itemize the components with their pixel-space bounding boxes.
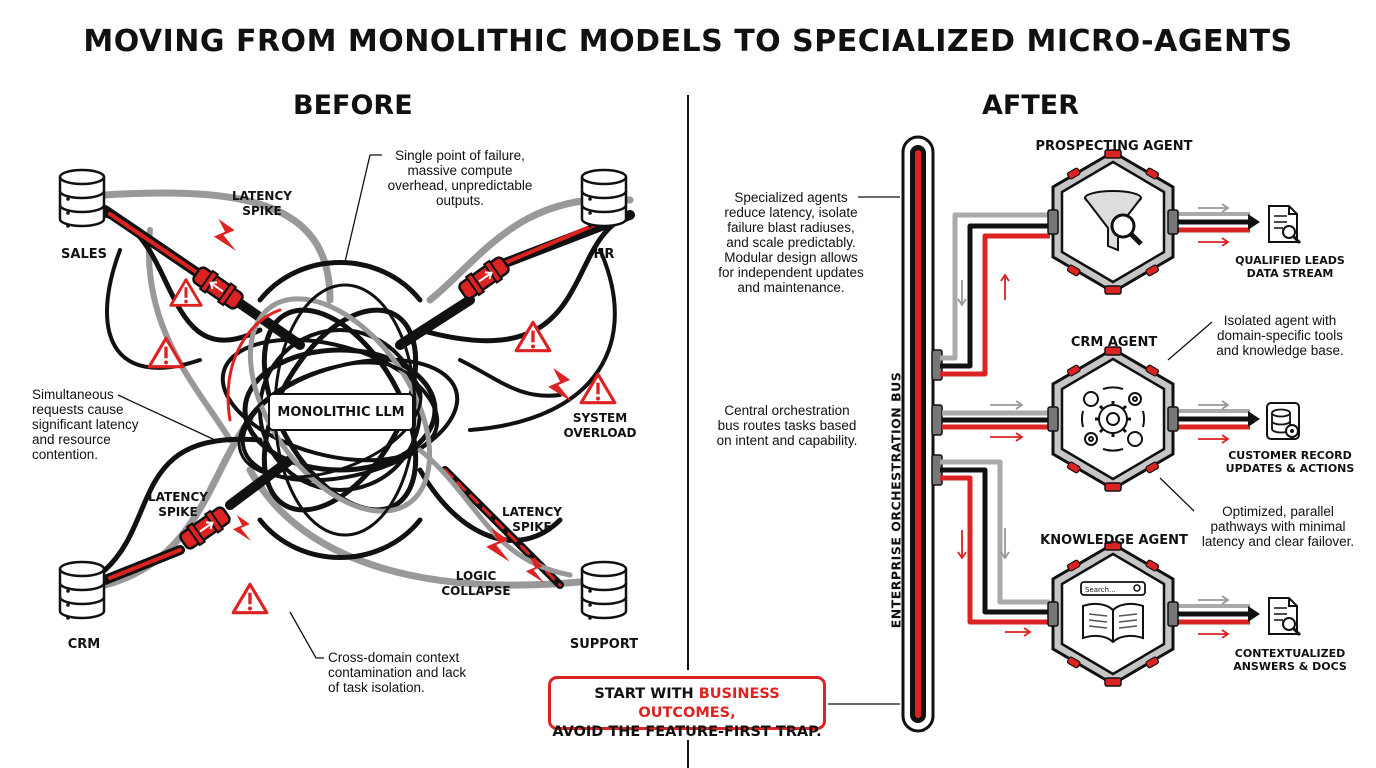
crm-label: CRM (67, 637, 101, 652)
gear-network-icon (1080, 386, 1146, 452)
funnel-search-icon (1084, 190, 1143, 252)
lightning-bolt-icon (232, 515, 252, 541)
support-database-icon (580, 560, 628, 622)
leads-document-icon (1267, 204, 1302, 245)
warning-icon (579, 372, 617, 405)
warning-icon (147, 336, 185, 369)
support-label: SUPPORT (569, 637, 639, 652)
hr-label: HR (593, 247, 615, 262)
callout-highlight: BUSINESS OUTCOMES, (638, 686, 780, 721)
warning-icon (231, 582, 269, 615)
plug-icon (455, 252, 513, 304)
callout-box: START WITH BUSINESS OUTCOMES, AVOID THE … (548, 676, 826, 740)
before-leader-lines (117, 154, 382, 659)
flow-arrows (957, 203, 1230, 639)
database-gear-icon (1266, 402, 1300, 440)
agent-pathways (940, 212, 1250, 625)
after-leader-lines (828, 196, 1213, 705)
sales-database-icon (58, 168, 106, 230)
crm-agent-hex (1046, 345, 1180, 493)
search-box-text: Search... (1085, 586, 1116, 594)
callout-line-2: AVOID THE FEATURE-FIRST TRAP. (552, 724, 822, 740)
hr-database-icon (580, 168, 628, 230)
sales-label: SALES (61, 247, 107, 262)
before-heading: BEFORE (293, 90, 413, 121)
page-title: MOVING FROM MONOLITHIC MODELS TO SPECIAL… (83, 24, 1293, 59)
answers-document-icon (1267, 596, 1302, 637)
knowledge-agent-label: KNOWLEDGE AGENT (1040, 533, 1188, 548)
output-arrowheads (1248, 214, 1260, 622)
crm-agent-label: CRM AGENT (1070, 335, 1158, 350)
monolithic-llm-label: MONOLITHIC LLM (268, 393, 414, 431)
lightning-bolt-icon (213, 219, 237, 251)
prospecting-agent-label: PROSPECTING AGENT (1035, 139, 1193, 154)
crm-database-icon (58, 560, 106, 622)
book-search-icon: Search... (1080, 581, 1146, 644)
after-heading: AFTER (982, 90, 1079, 121)
